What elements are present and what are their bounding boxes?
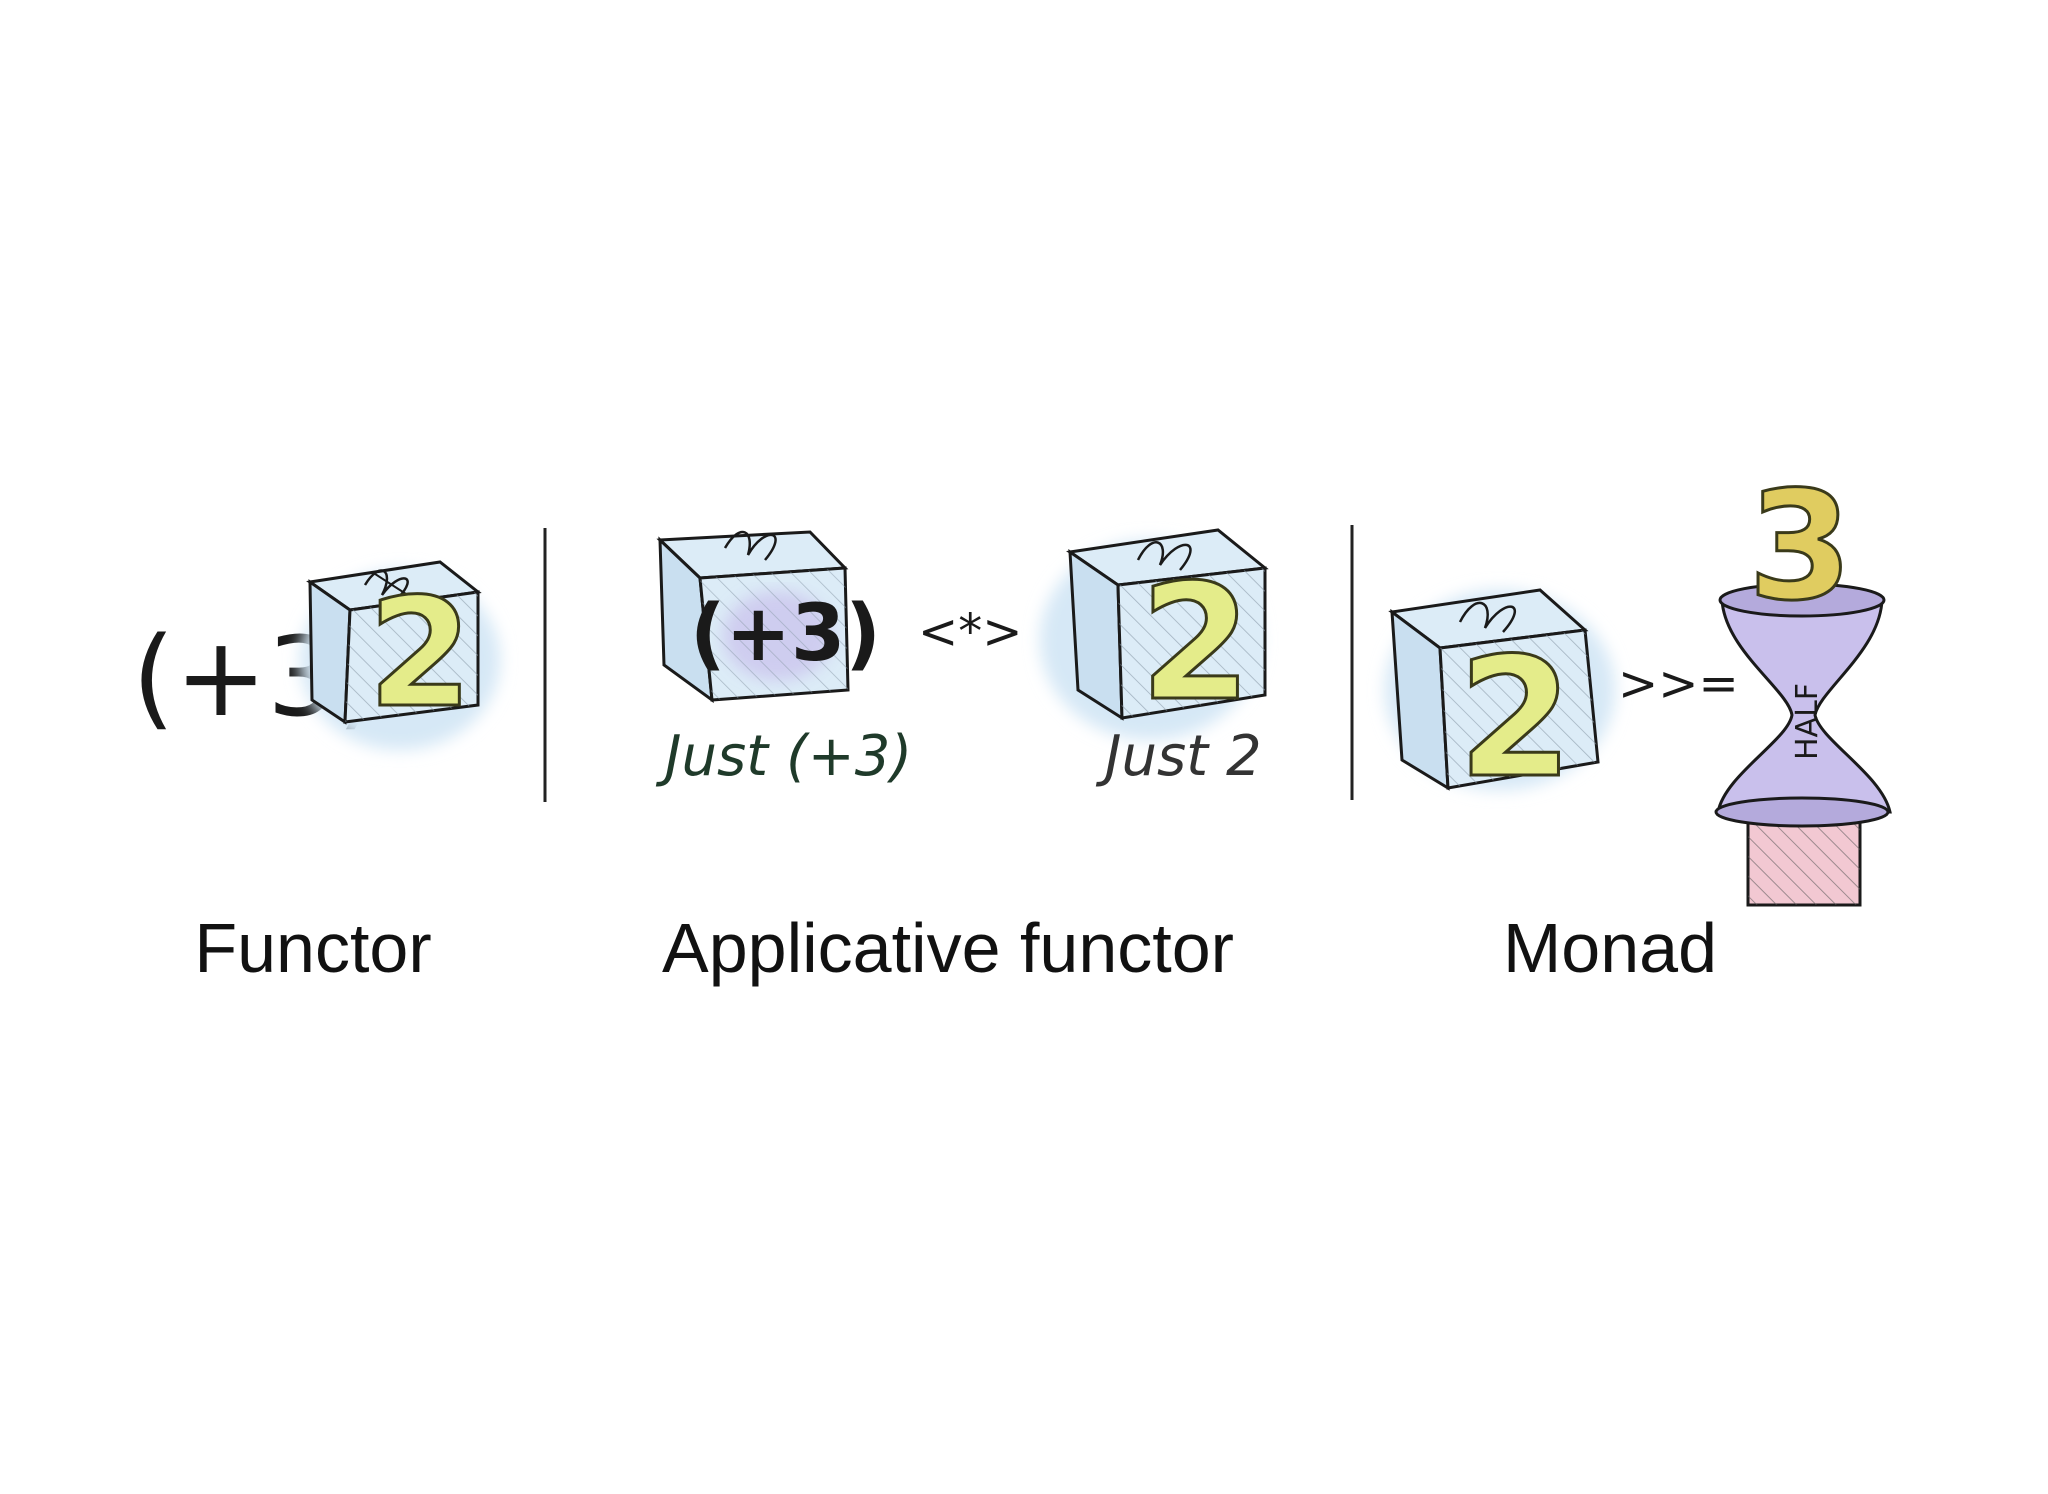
functor-box-value: 2 <box>368 567 472 741</box>
functor-gift-box: 2 <box>300 562 500 750</box>
applicative-right-label: Just 2 <box>1095 724 1262 789</box>
applicative-left-label: Just (+3) <box>655 724 912 789</box>
applicative-right-box-value: 2 <box>1140 549 1251 736</box>
applicative-operator: <*> <box>918 604 1022 660</box>
monad-box-value: 2 <box>1458 622 1573 814</box>
applicative-left-box: (+3) <box>660 532 881 700</box>
applicative-right-box: 2 <box>1040 530 1265 740</box>
applicative-panel: (+3) Just (+3) <*> 2 Just 2 <box>655 530 1265 789</box>
monad-panel: 2 >>= HALF 3 <box>1385 460 1890 905</box>
caption-applicative: Applicative functor <box>662 908 1234 988</box>
caption-monad: Monad <box>1503 908 1717 988</box>
monad-operator: >>= <box>1618 656 1739 712</box>
monad-output-value: 3 <box>1748 460 1852 634</box>
monad-gift-box: 2 <box>1385 590 1615 814</box>
caption-functor: Functor <box>194 908 431 988</box>
machine-label: HALF <box>1790 683 1825 760</box>
functor-panel: (+3) 2 <box>132 562 500 750</box>
applicative-left-box-content: (+3) <box>690 589 881 679</box>
